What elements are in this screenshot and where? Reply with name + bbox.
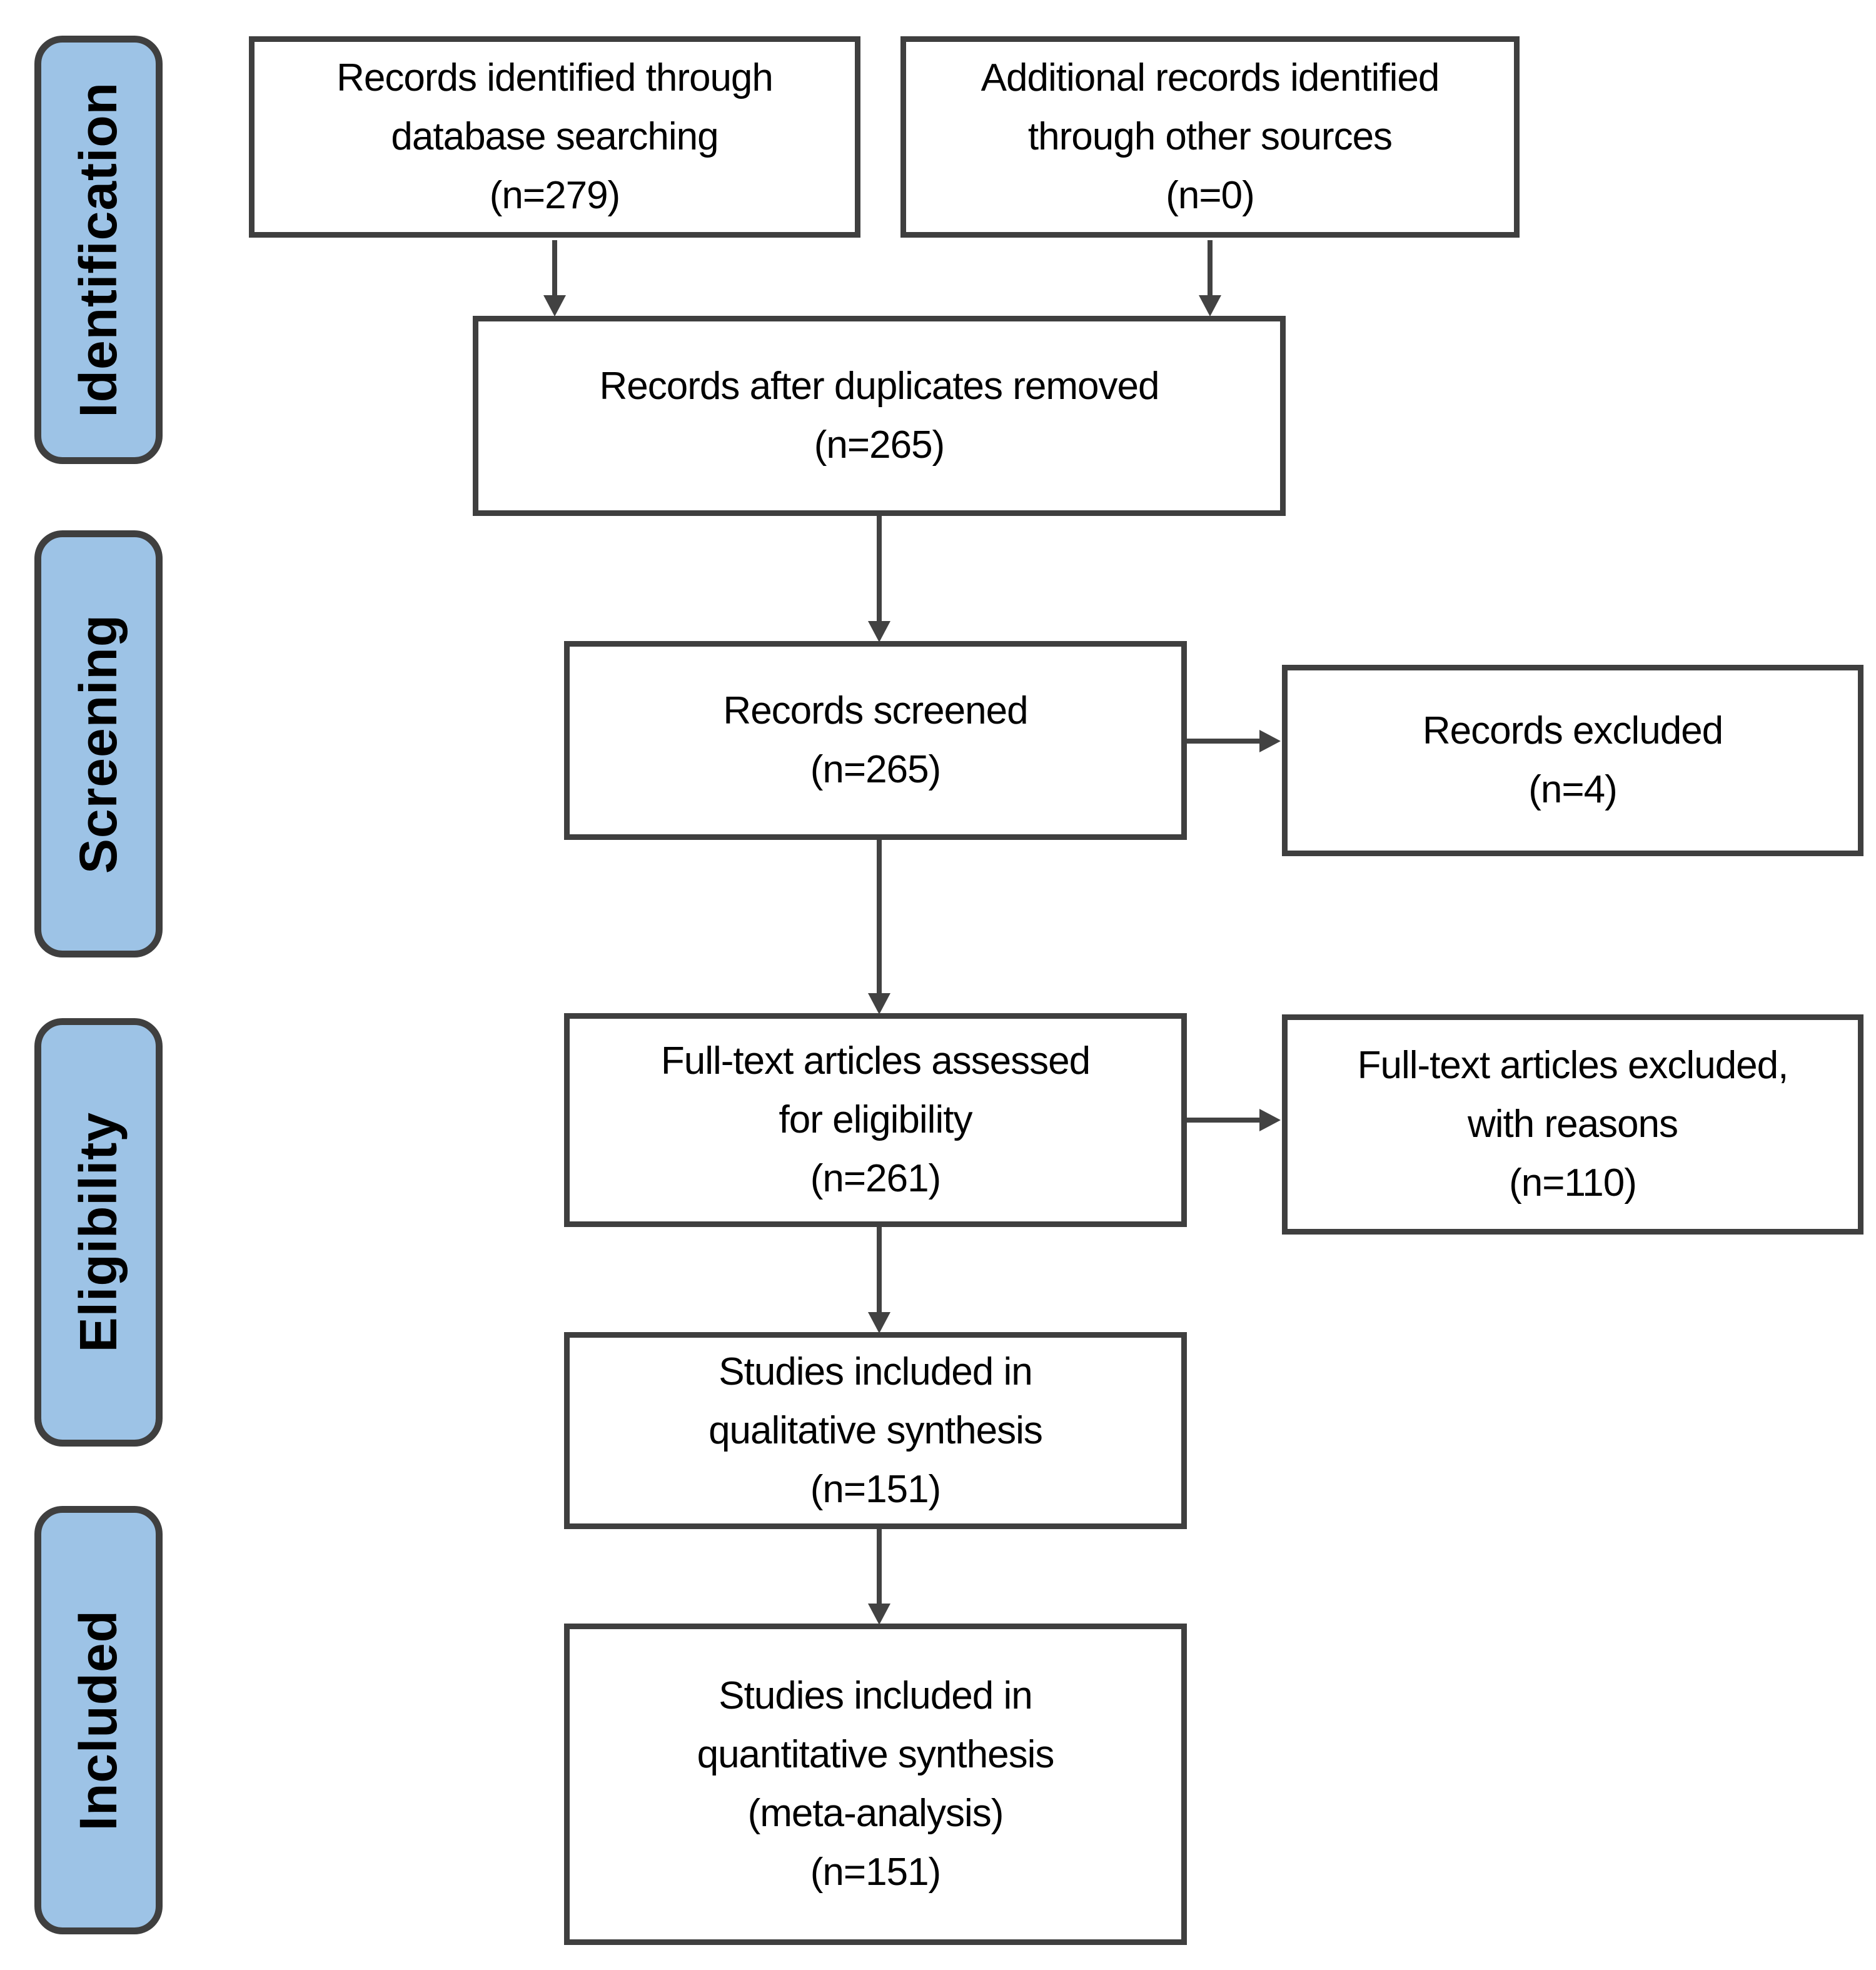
box-records-screened-text: Records screened (n=265) [723,689,1028,791]
arrow-deduplicated-to-screened [868,515,890,642]
stage-screening-label: Screening [69,614,128,874]
arrow-screened-to-fulltext [868,839,890,1014]
arrow-additional-to-deduplicated [1199,240,1221,316]
box-records-identified: Records identified through database sear… [249,36,860,238]
arrow-fulltext-to-fulltext-excluded [1186,1109,1281,1131]
stage-eligibility-label: Eligibility [69,1112,128,1353]
stage-identification: Identification [34,36,163,464]
box-quantitative-synthesis: Studies included in quantitative synthes… [564,1624,1187,1945]
box-quantitative-synthesis-text: Studies included in quantitative synthes… [697,1674,1055,1894]
stage-included: Included [34,1506,163,1934]
stage-included-label: Included [69,1609,128,1831]
arrow-fulltext-to-qualitative [868,1226,890,1333]
arrow-identified-to-deduplicated [543,240,566,316]
stage-screening: Screening [34,530,163,957]
arrow-screened-to-excluded [1186,730,1281,752]
box-records-excluded: Records excluded (n=4) [1282,665,1863,856]
box-fulltext-excluded-text: Full-text articles excluded, with reason… [1357,1044,1789,1205]
box-qualitative-synthesis-text: Studies included in qualitative synthesi… [709,1350,1043,1511]
box-fulltext-assessed: Full-text articles assessed for eligibil… [564,1013,1187,1227]
stage-eligibility: Eligibility [34,1018,163,1447]
box-additional-records: Additional records identified through ot… [900,36,1520,238]
box-qualitative-synthesis: Studies included in qualitative synthesi… [564,1332,1187,1529]
stage-identification-label: Identification [69,82,128,418]
box-duplicates-removed: Records after duplicates removed (n=265) [473,316,1286,516]
box-fulltext-excluded: Full-text articles excluded, with reason… [1282,1014,1863,1235]
box-duplicates-removed-text: Records after duplicates removed (n=265) [599,365,1159,467]
box-records-identified-text: Records identified through database sear… [336,56,774,217]
box-fulltext-assessed-text: Full-text articles assessed for eligibil… [660,1039,1091,1200]
arrow-qualitative-to-quantitative [868,1528,890,1625]
box-records-excluded-text: Records excluded (n=4) [1422,709,1723,811]
box-additional-records-text: Additional records identified through ot… [981,56,1440,217]
box-records-screened: Records screened (n=265) [564,641,1187,840]
